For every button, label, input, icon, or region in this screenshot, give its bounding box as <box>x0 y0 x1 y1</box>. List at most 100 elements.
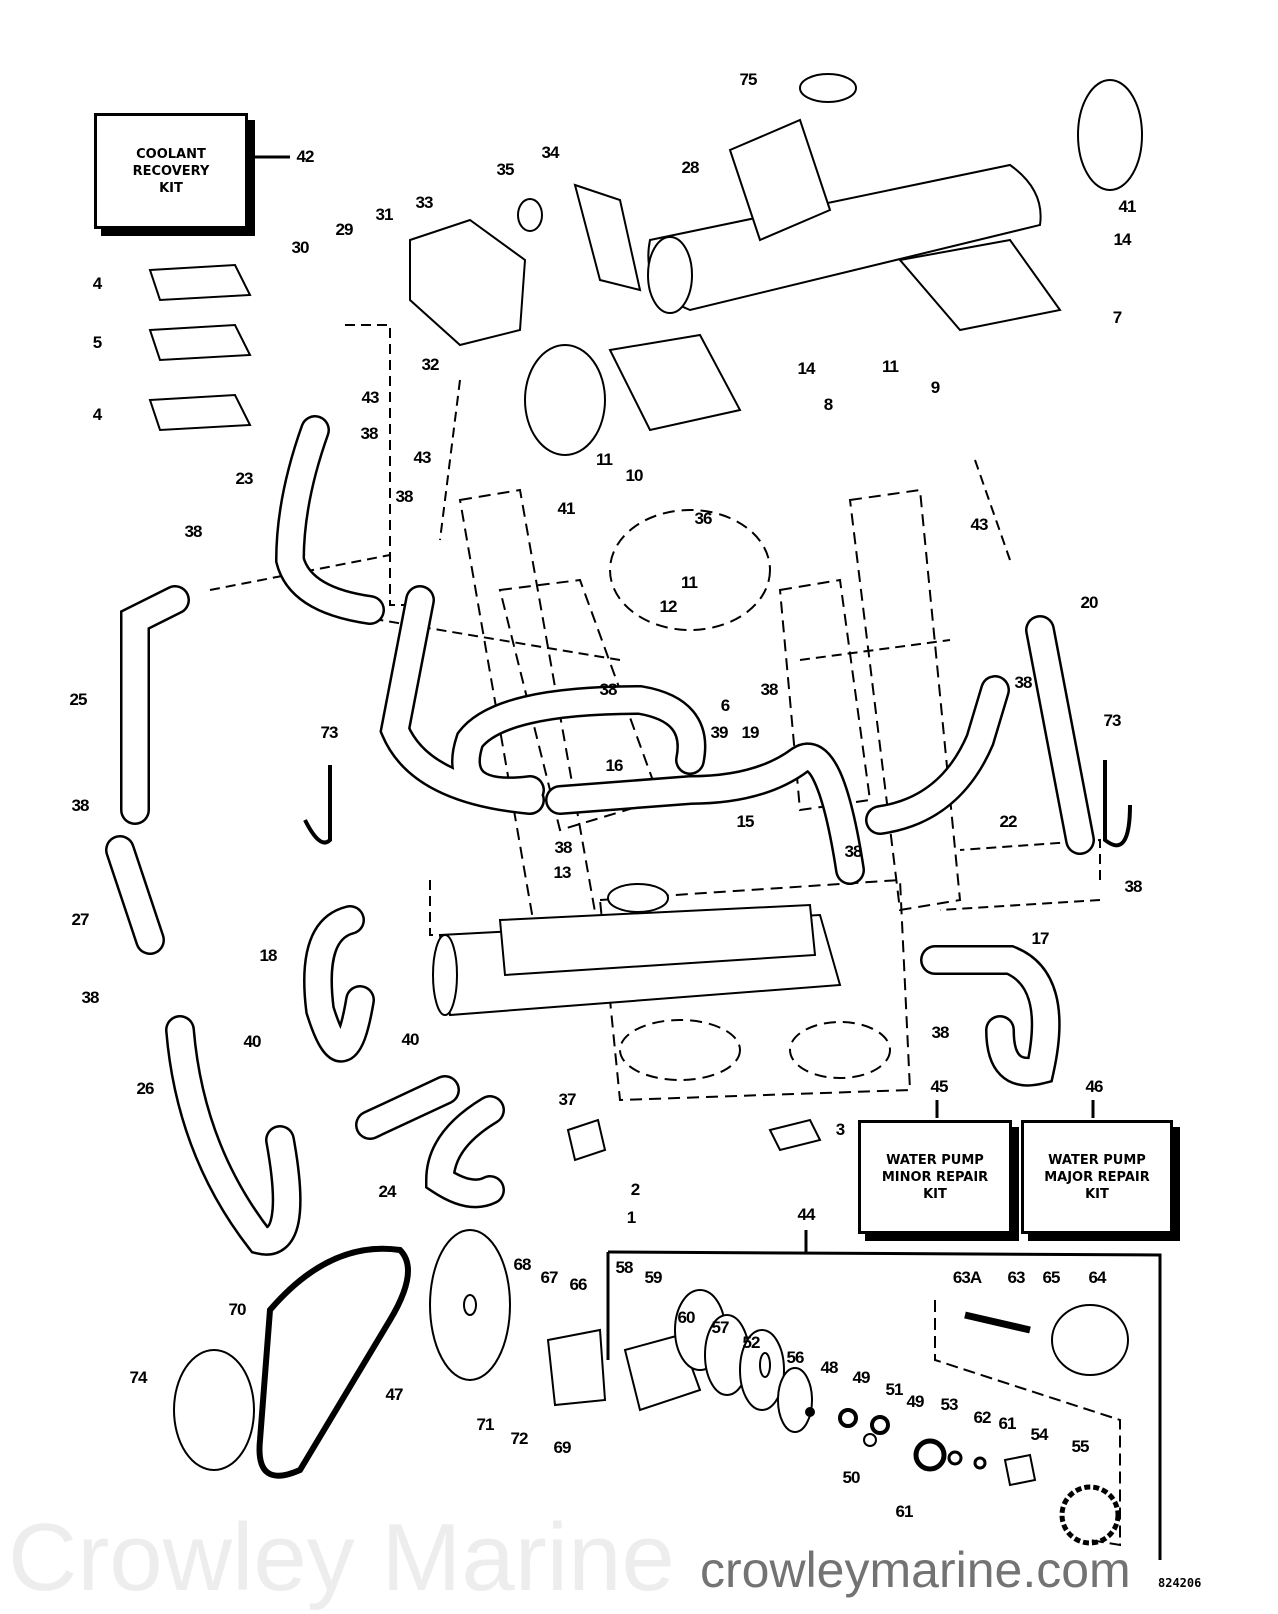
part-callout: 54 <box>1030 1425 1049 1444</box>
part-callout: 58 <box>615 1258 634 1277</box>
part-callout: 43 <box>361 388 380 407</box>
heat-exchanger-upper <box>524 73 1143 456</box>
kit-label-line: RECOVERY <box>132 163 210 179</box>
part-callout: 38 <box>760 680 779 699</box>
part-callout: 25 <box>69 690 88 709</box>
part-callout: 38 <box>599 680 618 699</box>
part-callout: 9 <box>930 378 941 397</box>
part-callout: 14 <box>797 359 816 378</box>
part-callout: 38 <box>395 487 414 506</box>
part-callout: 4 <box>92 405 103 424</box>
part-callout: 74 <box>129 1368 148 1387</box>
part-callout: 1 <box>626 1208 637 1227</box>
part-callout: 64 <box>1088 1268 1107 1287</box>
part-callout: 67 <box>540 1268 559 1287</box>
part-callout: 38 <box>184 522 203 541</box>
watermark-url: crowleymarine.com <box>700 1542 1131 1598</box>
kit-label-line: KIT <box>1085 1186 1109 1202</box>
part-callout: 27 <box>71 910 90 929</box>
part-callout: 31 <box>375 205 394 224</box>
part-callout: 48 <box>820 1358 839 1377</box>
part-callout: 49 <box>906 1392 925 1411</box>
kit-label-line: WATER PUMP <box>1048 1152 1146 1168</box>
part-callout: 56 <box>786 1348 805 1367</box>
part-callout: 4 <box>92 274 103 293</box>
part-callout: 35 <box>496 160 515 179</box>
part-callout: 36 <box>694 509 713 528</box>
part-callout: 11 <box>882 357 899 376</box>
figure-number: 824206 <box>1158 1576 1202 1590</box>
part-callout: 51 <box>885 1380 904 1399</box>
part-callout: 15 <box>736 812 755 831</box>
part-callout: 52 <box>742 1333 761 1352</box>
part-callout: 53 <box>940 1395 959 1414</box>
part-callout: 8 <box>823 395 834 414</box>
part-callout: 33 <box>415 193 434 212</box>
part-callout: 13 <box>553 863 572 882</box>
part-callout: 50 <box>842 1468 861 1487</box>
part-callout: 17 <box>1031 929 1050 948</box>
part-callout: 62 <box>973 1408 992 1427</box>
part-callout: 61 <box>998 1414 1017 1433</box>
part-callout: 20 <box>1080 593 1099 612</box>
part-callout: 5 <box>92 333 103 352</box>
part-callout: 71 <box>476 1415 495 1434</box>
part-callout: 22 <box>999 812 1018 831</box>
kit-label-line: KIT <box>159 180 183 196</box>
part-callout: 38 <box>71 796 90 815</box>
part-callout: 61 <box>895 1502 914 1521</box>
kit-label-line: COOLANT <box>136 146 206 162</box>
part-callout: 40 <box>243 1032 262 1051</box>
part-callout: 7 <box>1112 308 1123 327</box>
part-callout: 49 <box>852 1368 871 1387</box>
part-callout: 57 <box>711 1318 730 1337</box>
part-callout: 75 <box>739 70 758 89</box>
part-callout: 42 <box>296 147 315 166</box>
part-callout: 38 <box>1124 877 1143 896</box>
part-callout: 26 <box>136 1079 155 1098</box>
part-callout: 28 <box>681 158 700 177</box>
part-callout: 19 <box>741 723 760 742</box>
part-callout: 10 <box>625 466 644 485</box>
part-callout: 41 <box>1118 197 1137 216</box>
part-callout: 29 <box>335 220 354 239</box>
part-callout: 11 <box>596 450 613 469</box>
part-callout: 70 <box>228 1300 247 1319</box>
part-callout: 24 <box>378 1182 397 1201</box>
part-callout: 66 <box>569 1275 588 1294</box>
thermostat-housing <box>409 218 527 347</box>
part-callout: 32 <box>421 355 440 374</box>
part-callout: 38 <box>844 842 863 861</box>
part-callout: 16 <box>605 756 624 775</box>
kit-label-line: MAJOR REPAIR <box>1044 1169 1150 1185</box>
part-callout: 65 <box>1042 1268 1061 1287</box>
part-callout: 47 <box>385 1385 404 1404</box>
part-callout: 2 <box>630 1180 641 1199</box>
part-callout: 63 <box>1007 1268 1026 1287</box>
part-callout: 60 <box>677 1308 696 1327</box>
part-callout: 23 <box>235 469 254 488</box>
part-callout: 6 <box>720 696 731 715</box>
part-callout: 38 <box>1014 673 1033 692</box>
part-callout: 40 <box>401 1030 420 1049</box>
part-callout: 39 <box>710 723 729 742</box>
part-callout: 73 <box>320 723 339 742</box>
part-callout: 37 <box>558 1090 577 1109</box>
part-callout: 68 <box>513 1255 532 1274</box>
part-callout: 46 <box>1085 1077 1104 1096</box>
part-callout: 69 <box>553 1438 572 1457</box>
part-callout: 14 <box>1113 230 1132 249</box>
watermark-faint: Crowley Marine <box>8 1504 675 1611</box>
part-callout: 63A <box>952 1268 982 1287</box>
part-callout: 55 <box>1071 1437 1090 1456</box>
part-callout: 44 <box>797 1205 816 1224</box>
part-callout: 72 <box>510 1429 529 1448</box>
part-callout: 12 <box>659 597 678 616</box>
kit-label-line: WATER PUMP <box>886 1152 984 1168</box>
part-callout: 38 <box>360 424 379 443</box>
part-callout: 45 <box>930 1077 949 1096</box>
